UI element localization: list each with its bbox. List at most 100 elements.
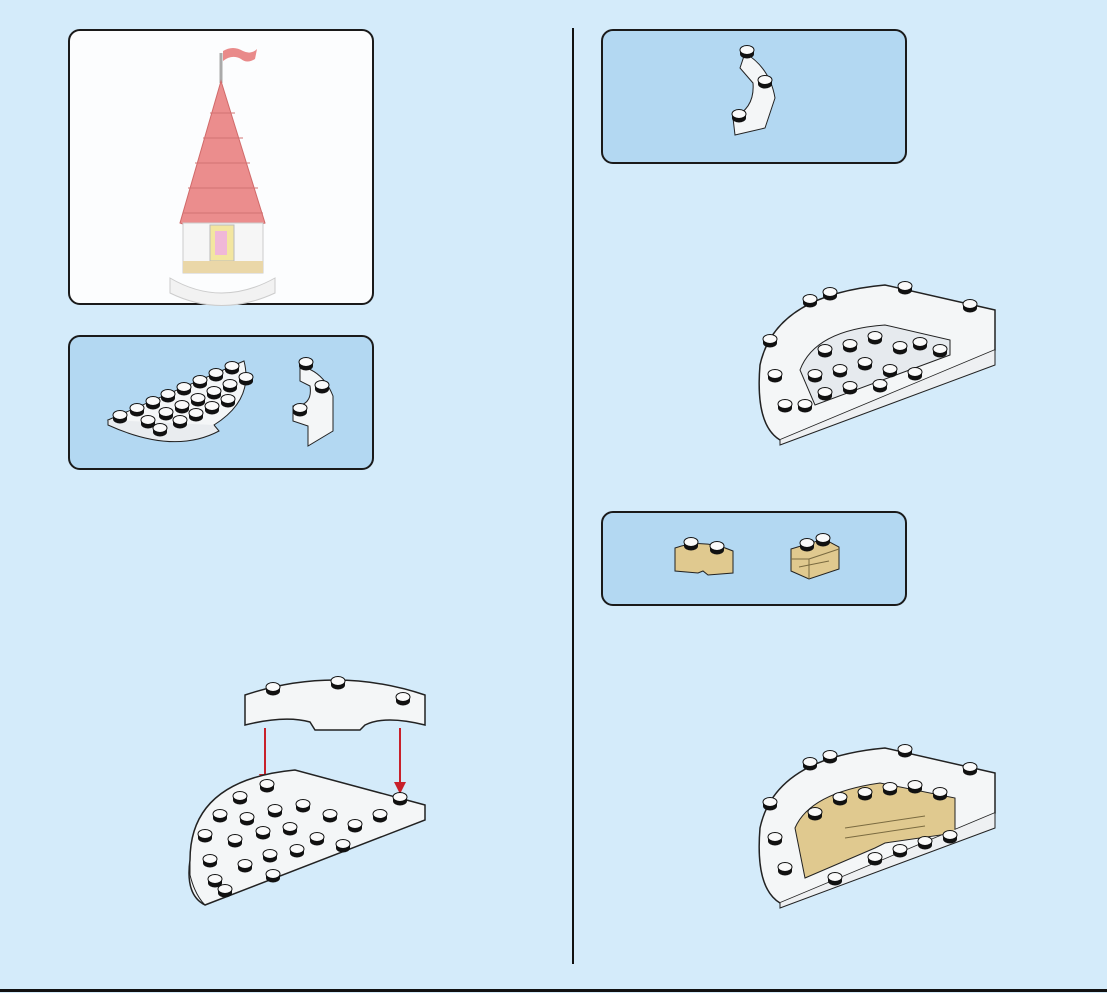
stud [802, 757, 818, 771]
stud [897, 744, 913, 758]
stud [309, 832, 325, 846]
stud [797, 399, 813, 413]
stud [815, 533, 831, 547]
stud [292, 403, 308, 417]
parts-list-step-2 [601, 29, 907, 164]
stud [807, 807, 823, 821]
stud [731, 109, 747, 123]
stud [330, 676, 346, 690]
stud [932, 787, 948, 801]
stud [212, 809, 228, 823]
stud [857, 357, 873, 371]
stud [314, 380, 330, 394]
stud [832, 792, 848, 806]
stud [160, 389, 176, 403]
stud [757, 75, 773, 89]
stud [206, 386, 222, 400]
stud [145, 396, 161, 410]
stud [842, 381, 858, 395]
stud [238, 372, 254, 386]
stud [158, 407, 174, 421]
stud [817, 344, 833, 358]
stud [232, 791, 248, 805]
stud [192, 375, 208, 389]
parts-list-step-1 [68, 335, 374, 470]
stud [827, 872, 843, 886]
stud [842, 339, 858, 353]
parts-list-step-3 [601, 511, 907, 606]
stud [227, 834, 243, 848]
stud [259, 779, 275, 793]
stud [335, 839, 351, 853]
stud [295, 799, 311, 813]
stud [262, 849, 278, 863]
stud [832, 364, 848, 378]
stud [777, 399, 793, 413]
tan-inner-wall-icon [758, 744, 996, 909]
stud [222, 379, 238, 393]
stud [204, 401, 220, 415]
stud [882, 782, 898, 796]
stud [807, 369, 823, 383]
column-divider [572, 28, 574, 964]
white-arch-brick-icon [731, 45, 776, 136]
stud [298, 357, 314, 371]
stud [322, 809, 338, 823]
model-preview-box [68, 29, 374, 306]
stud [172, 415, 188, 429]
stud [942, 830, 958, 844]
stud [129, 403, 145, 417]
stud [762, 334, 778, 348]
stud [395, 692, 411, 706]
stud [176, 382, 192, 396]
tan-round-brick-icon [674, 537, 734, 576]
stud [255, 826, 271, 840]
stud [897, 281, 913, 295]
stud [907, 367, 923, 381]
stud [739, 45, 755, 59]
stud [197, 829, 213, 843]
stud [767, 369, 783, 383]
white-wall-ring-icon [758, 281, 996, 446]
stud [208, 368, 224, 382]
stud [152, 423, 168, 437]
attach-arch-to-plate-icon [188, 676, 426, 906]
white-arch-brick-icon [292, 357, 334, 447]
stud [224, 361, 240, 375]
stud [140, 415, 156, 429]
stud [237, 859, 253, 873]
stud [188, 408, 204, 422]
stud [799, 538, 815, 552]
stud [289, 844, 305, 858]
stud [962, 299, 978, 313]
stud [867, 852, 883, 866]
stud [282, 822, 298, 836]
stud [207, 874, 223, 888]
stud [932, 344, 948, 358]
stud [867, 331, 883, 345]
page-bottom-rule [0, 989, 1107, 992]
stud [822, 287, 838, 301]
stud [265, 869, 281, 883]
stud [892, 341, 908, 355]
stud [392, 792, 408, 806]
stud [962, 762, 978, 776]
stud [265, 682, 281, 696]
stud [683, 537, 699, 551]
tan-masonry-brick-icon [790, 533, 840, 580]
stud [762, 797, 778, 811]
stud [872, 379, 888, 393]
stud [917, 836, 933, 850]
stud [817, 387, 833, 401]
half-round-plate-icon [106, 360, 254, 443]
stud [709, 541, 725, 555]
stud [217, 884, 233, 898]
stud [202, 854, 218, 868]
stud [882, 364, 898, 378]
stud [912, 337, 928, 351]
stud [190, 393, 206, 407]
stud [239, 812, 255, 826]
stud [777, 862, 793, 876]
stud [267, 804, 283, 818]
castle-tower-icon [169, 48, 276, 306]
